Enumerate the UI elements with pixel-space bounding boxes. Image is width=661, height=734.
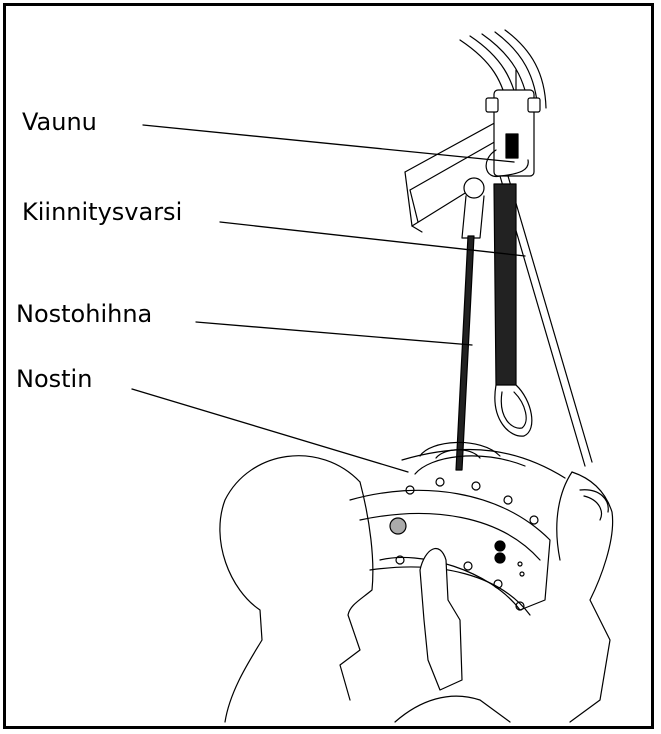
leader-line-carriage [143,125,514,162]
lifting-strap [456,184,532,470]
attachment-arm [462,176,592,466]
person [220,456,613,722]
label-lifter: Nostin [16,367,92,391]
label-carriage: Vaunu [22,110,97,134]
leader-line-lifting-strap [196,322,472,345]
leader-line-attachment-arm [220,222,525,256]
leader-line-lifter [132,389,408,472]
label-lifting-strap: Nostohihna [16,302,152,326]
label-attachment-arm: Kiinnitysvarsi [22,200,182,224]
